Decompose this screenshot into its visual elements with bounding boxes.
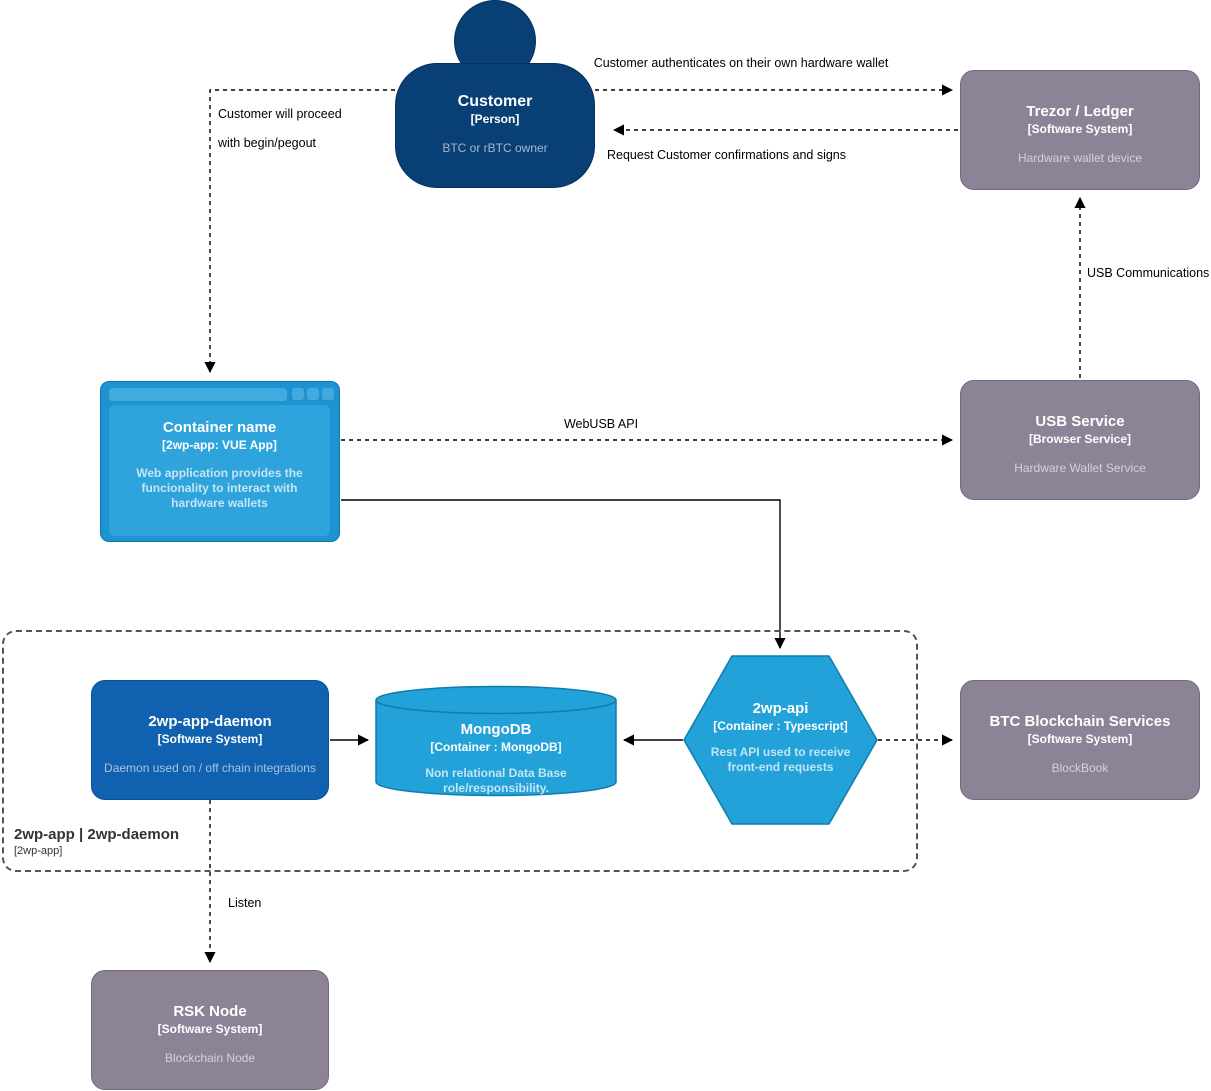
node-type: [Software System] [157, 1022, 263, 1036]
cylinder-icon [375, 685, 617, 797]
edge-label-confirmations[interactable]: Request Customer confirmations and signs [607, 148, 847, 162]
node-title: MongoDB [460, 721, 532, 738]
node-desc: Daemon used on / off chain integrations [104, 760, 316, 775]
node-title: Trezor / Ledger [1026, 103, 1134, 120]
node-desc: Web application provides the funcionalit… [136, 465, 303, 510]
edge-label-authenticate[interactable]: Customer authenticates on their own hard… [593, 56, 889, 70]
node-2wp-api[interactable]: 2wp-api [Container : Typescript] Rest AP… [683, 655, 878, 825]
node-desc: Blockchain Node [164, 1050, 256, 1065]
node-title: 2wp-app-daemon [148, 713, 272, 730]
edge-label-webusb-api[interactable]: WebUSB API [563, 417, 639, 431]
browser-address-bar-icon [109, 388, 287, 401]
node-title: BTC Blockchain Services [989, 713, 1171, 730]
node-title: Customer [457, 93, 533, 110]
boundary-subtitle: [2wp-app] [14, 845, 63, 857]
browser-content-panel: Container name [2wp-app: VUE App] Web ap… [109, 405, 330, 536]
browser-button-icon [307, 388, 319, 400]
node-type: [Container : MongoDB] [430, 740, 562, 754]
node-rsk-node[interactable]: RSK Node [Software System] Blockchain No… [91, 970, 329, 1090]
node-desc: BTC or rBTC owner [442, 140, 548, 155]
node-title: USB Service [1035, 413, 1125, 430]
node-type: [Container : Typescript] [713, 719, 848, 733]
node-webapp-container[interactable]: Container name [2wp-app: VUE App] Web ap… [100, 381, 340, 542]
node-title: RSK Node [173, 1003, 247, 1020]
edge-label-listen[interactable]: Listen [228, 896, 262, 910]
edge-label-usb-communications[interactable]: USB Communications [1087, 266, 1210, 280]
edge-label-proceed-line2[interactable]: with begin/pegout [218, 136, 316, 150]
node-usb-service[interactable]: USB Service [Browser Service] Hardware W… [960, 380, 1200, 500]
edge-webapp-api[interactable] [341, 499, 786, 650]
node-2wp-app-daemon[interactable]: 2wp-app-daemon [Software System] Daemon … [91, 680, 329, 800]
node-btc-blockchain-services[interactable]: BTC Blockchain Services [Software System… [960, 680, 1200, 800]
node-title: Container name [162, 419, 277, 436]
edge-label-proceed-line1[interactable]: Customer will proceed [218, 107, 342, 121]
browser-button-icon [322, 388, 334, 400]
node-desc: BlockBook [1051, 760, 1109, 775]
node-desc: Rest API used to receive front-end reque… [710, 744, 851, 774]
node-desc: Non relational Data Base role/responsibi… [425, 765, 567, 795]
node-type: [Software System] [1027, 732, 1133, 746]
node-desc: Hardware wallet device [1017, 150, 1143, 165]
node-type: [Person] [470, 112, 520, 127]
node-trezor-ledger[interactable]: Trezor / Ledger [Software System] Hardwa… [960, 70, 1200, 190]
boundary-title: 2wp-app | 2wp-daemon [14, 826, 180, 843]
node-customer[interactable]: Customer [Person] BTC or rBTC owner [395, 63, 595, 188]
node-mongodb[interactable]: MongoDB [Container : MongoDB] Non relati… [375, 685, 617, 797]
boundary-2wp-app[interactable]: 2wp-app | 2wp-daemon [2wp-app] [2, 630, 918, 872]
node-desc: Hardware Wallet Service [1014, 460, 1146, 475]
node-type: [Software System] [157, 732, 263, 746]
edge-customer-webapp[interactable] [204, 89, 395, 374]
node-type: [2wp-app: VUE App] [162, 438, 277, 452]
node-title: 2wp-api [752, 700, 809, 717]
browser-button-icon [292, 388, 304, 400]
node-type: [Browser Service] [1028, 432, 1132, 446]
hexagon-icon [683, 655, 878, 825]
boundary-label: 2wp-app | 2wp-daemon [2wp-app] [14, 826, 179, 857]
node-type: [Software System] [1027, 122, 1133, 136]
